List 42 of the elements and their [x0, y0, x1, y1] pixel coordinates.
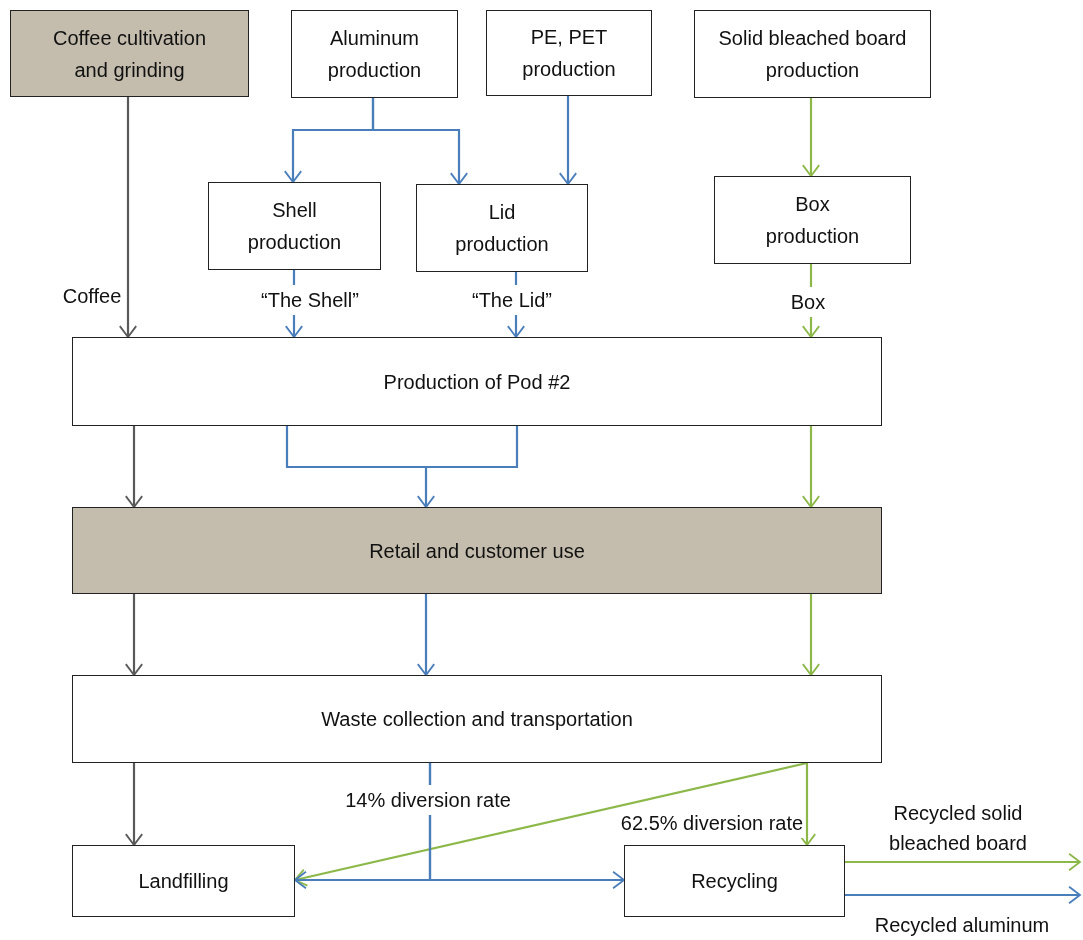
process-box — [72, 507, 882, 594]
arrow — [558, 96, 578, 185]
arrow — [124, 763, 144, 846]
arrow — [801, 426, 821, 508]
process-box — [416, 184, 588, 272]
process-box — [714, 176, 911, 264]
arrow — [801, 98, 821, 177]
arrow — [294, 761, 808, 887]
process-label: Lid production — [454, 200, 550, 257]
edge-label: “The Lid” — [470, 285, 554, 315]
process-box — [72, 845, 295, 917]
arrow — [124, 426, 144, 508]
edge-label: “The Shell” — [259, 285, 361, 315]
arrow — [428, 763, 625, 890]
process-label: Solid bleached board production — [717, 26, 908, 83]
process-box — [72, 675, 882, 763]
arrow — [285, 424, 519, 509]
process-box — [694, 10, 931, 98]
edge-label: 14% diversion rate — [343, 785, 513, 815]
process-box — [208, 182, 381, 270]
process-label: Aluminum production — [326, 26, 423, 83]
arrow — [845, 852, 1081, 872]
arrow — [371, 98, 469, 185]
process-label: Coffee cultivation and grinding — [51, 25, 208, 83]
process-box — [72, 337, 882, 426]
arrow — [124, 594, 144, 676]
process-label: Box production — [764, 192, 861, 249]
arrow — [845, 885, 1081, 905]
process-box — [624, 845, 845, 917]
process-box — [486, 10, 652, 96]
arrow — [416, 594, 436, 676]
process-label: Retail and customer use — [369, 538, 585, 564]
process-label: Waste collection and transportation — [321, 707, 633, 732]
arrow — [118, 97, 138, 338]
process-label: Shell production — [246, 198, 343, 255]
arrow — [801, 594, 821, 676]
process-label: Production of Pod #2 — [383, 369, 571, 395]
process-label: PE, PET production — [521, 25, 617, 82]
process-label: Landfilling — [138, 869, 229, 894]
process-label: Recycling — [691, 869, 778, 894]
process-box — [10, 10, 249, 97]
process-box — [291, 10, 458, 98]
